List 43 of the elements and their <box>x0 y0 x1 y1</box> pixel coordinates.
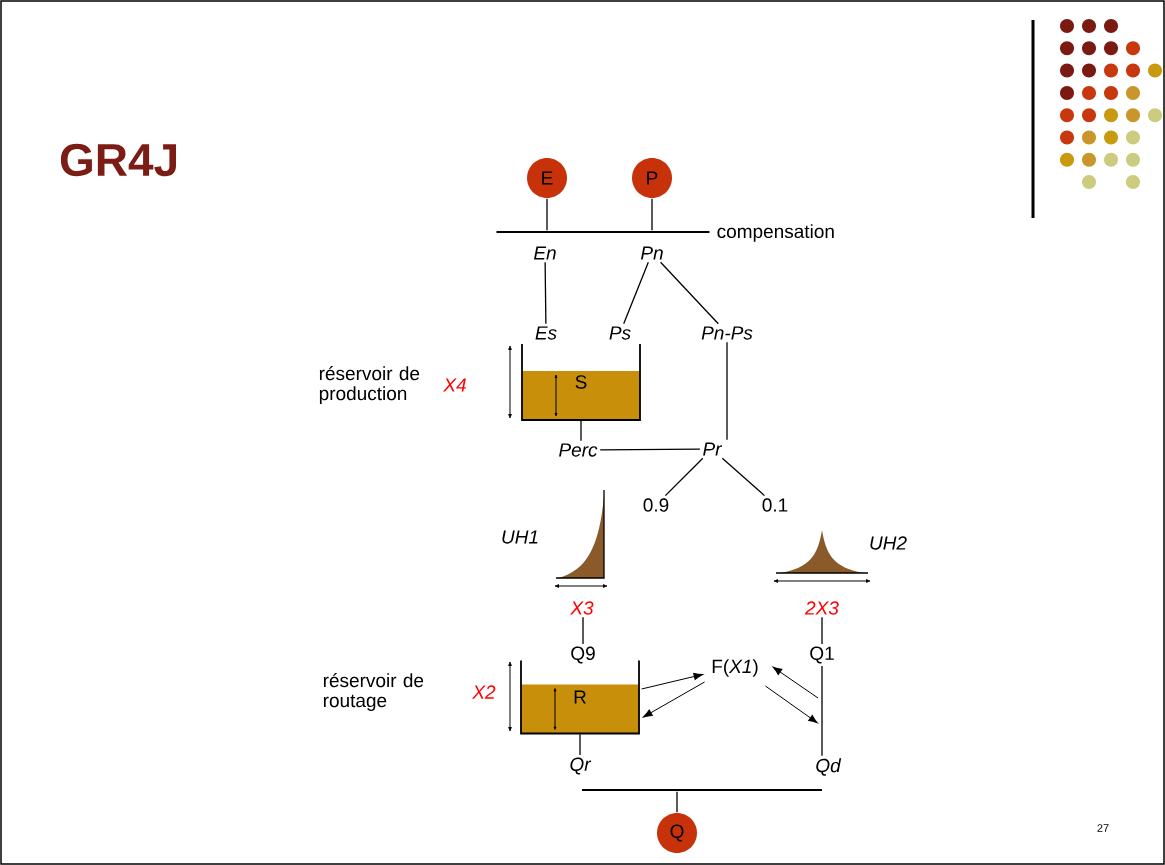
connector-line <box>599 448 701 451</box>
variable-label: Qr <box>570 757 592 775</box>
connector-line <box>544 261 547 325</box>
connector-line <box>659 261 719 325</box>
connector-line <box>676 791 678 813</box>
variable-label: 0.9 <box>643 498 669 512</box>
page-number: 27 <box>1097 824 1109 832</box>
reservoir-label: réservoir de routage <box>323 673 424 711</box>
reservoir-label: réservoir de production <box>319 366 420 404</box>
connector-line <box>643 681 706 718</box>
connector-line <box>764 685 818 724</box>
connector-line <box>772 666 819 699</box>
connector-line <box>726 341 728 441</box>
connector-line <box>580 420 582 442</box>
connector-line <box>623 261 649 325</box>
connector-line <box>664 457 704 497</box>
connector-line <box>651 198 653 231</box>
variable-label: Q1 <box>810 646 834 664</box>
variable-label: 0.1 <box>762 498 788 512</box>
variable-label: F(X1) <box>712 659 758 677</box>
slide-title: GR4J <box>60 143 176 177</box>
variable-label: Pr <box>703 442 723 456</box>
parameter-label: X4 <box>443 378 466 392</box>
variable-label: X3 <box>570 601 594 615</box>
connector-line <box>821 616 823 645</box>
hydrograph-label: UH2 <box>870 536 907 550</box>
variable-label: Ps <box>609 326 631 340</box>
variable-label: Es <box>535 326 557 340</box>
hydrograph-label: UH1 <box>502 530 538 544</box>
compensation-label: compensation <box>717 224 834 242</box>
connector-line <box>582 616 584 645</box>
connector-line <box>546 198 548 231</box>
variable-label: Pn <box>640 246 663 260</box>
parameter-label: X2 <box>472 685 496 699</box>
variable-label: Pn-Ps <box>701 326 753 340</box>
connector-line <box>641 672 704 690</box>
connector-line <box>821 665 823 757</box>
variable-label: 2X3 <box>805 601 839 615</box>
variable-label: En <box>533 246 556 260</box>
connector-line <box>721 457 766 497</box>
variable-label: Perc <box>559 443 598 457</box>
variable-label: Qd <box>816 758 842 776</box>
connector-line <box>579 733 581 756</box>
